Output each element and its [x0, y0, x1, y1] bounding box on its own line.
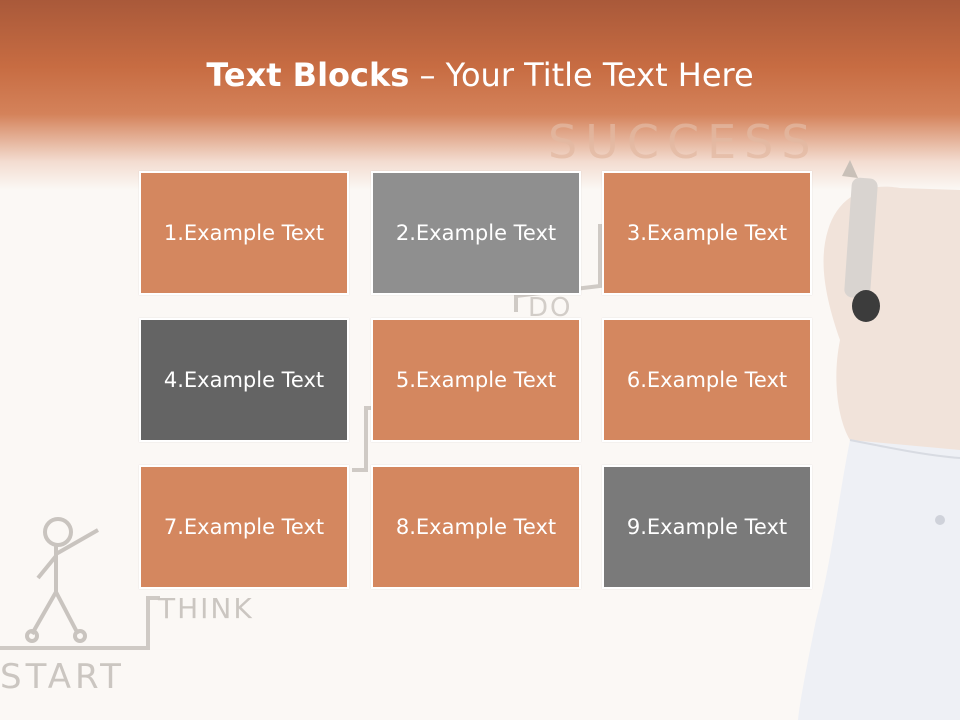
success-word: SUCCESS [548, 115, 819, 169]
text-block-label: 8.Example Text [395, 515, 557, 539]
text-block-8[interactable]: 8.Example Text [371, 465, 581, 589]
text-block-label: 6.Example Text [626, 368, 788, 392]
text-block-label: 4.Example Text [163, 368, 325, 392]
text-block-2[interactable]: 2.Example Text [371, 171, 581, 295]
stick-figure-icon [25, 517, 99, 643]
text-block-3[interactable]: 3.Example Text [602, 171, 812, 295]
text-block-6[interactable]: 6.Example Text [602, 318, 812, 442]
header-band [0, 0, 960, 190]
text-block-4[interactable]: 4.Example Text [139, 318, 349, 442]
slide-title: Text Blocks – Your Title Text Here [0, 50, 960, 100]
hand-with-marker-icon [798, 160, 960, 720]
text-block-label: 7.Example Text [163, 515, 325, 539]
text-block-label: 1.Example Text [163, 221, 325, 245]
text-block-9[interactable]: 9.Example Text [602, 465, 812, 589]
text-block-label: 5.Example Text [395, 368, 557, 392]
text-block-label: 3.Example Text [626, 221, 788, 245]
title-bold-part: Text Blocks [206, 56, 410, 94]
text-block-1[interactable]: 1.Example Text [139, 171, 349, 295]
text-block-5[interactable]: 5.Example Text [371, 318, 581, 442]
title-separator: – [409, 56, 446, 94]
start-word: START [0, 657, 125, 697]
think-word: THINK [157, 592, 254, 625]
text-block-7[interactable]: 7.Example Text [139, 465, 349, 589]
title-rest-part: Your Title Text Here [445, 56, 754, 94]
text-block-label: 2.Example Text [395, 221, 557, 245]
text-block-label: 9.Example Text [626, 515, 788, 539]
